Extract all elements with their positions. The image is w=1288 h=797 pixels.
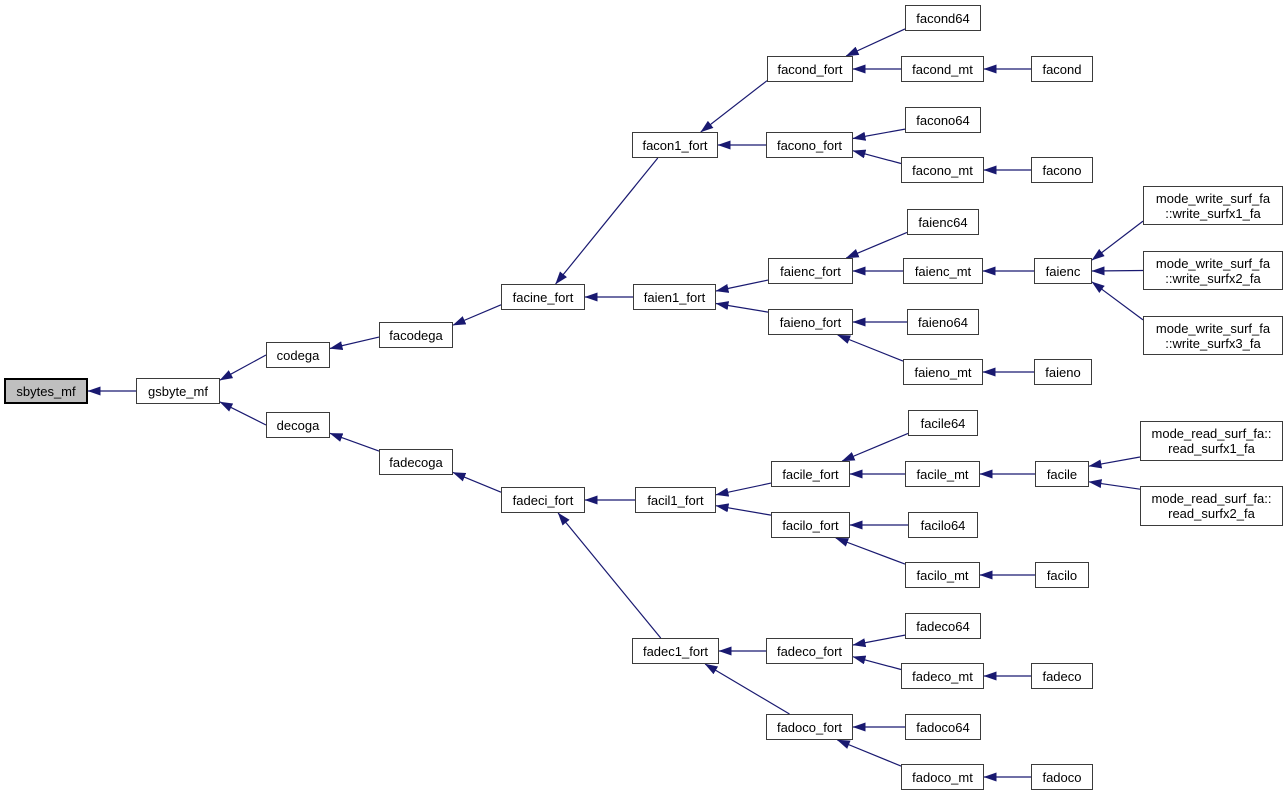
edge-facodega-to-codega (329, 336, 380, 351)
graph-node-gsbyte_mf[interactable]: gsbyte_mf (136, 378, 220, 404)
graph-node-decoga[interactable]: decoga (266, 412, 330, 438)
graph-node-faienc_fort[interactable]: faienc_fort (768, 258, 853, 284)
graph-node-read_surfx2_fa[interactable]: mode_read_surf_fa:: read_surfx2_fa (1140, 486, 1283, 526)
graph-node-faien1_fort[interactable]: faien1_fort (633, 284, 716, 310)
graph-node-facond_fort[interactable]: facond_fort (767, 56, 853, 82)
edge-read_surfx1_fa-to-facile (1088, 456, 1141, 469)
graph-node-fadeco_mt[interactable]: fadeco_mt (901, 663, 984, 689)
graph-node-fadeco64[interactable]: fadeco64 (905, 613, 981, 639)
graph-node-facilo[interactable]: facilo (1035, 562, 1089, 588)
graph-node-fadec1_fort[interactable]: fadec1_fort (632, 638, 719, 664)
graph-node-faieno_mt[interactable]: faieno_mt (903, 359, 983, 385)
edge-faieno_fort-to-faien1_fort (715, 301, 769, 313)
edge-faienc_fort-to-faien1_fort (715, 279, 769, 293)
edge-facilo_fort-to-facil1_fort (715, 503, 772, 516)
graph-node-facond[interactable]: facond (1031, 56, 1093, 82)
graph-node-fadecoga[interactable]: fadecoga (379, 449, 453, 475)
edge-facon1_fort-to-facine_fort (555, 157, 659, 285)
edge-facile_fort-to-facil1_fort (715, 482, 772, 497)
graph-node-facond_mt[interactable]: facond_mt (901, 56, 984, 82)
edge-fadeco_mt-to-fadeco_fort (852, 655, 902, 671)
graph-node-faienc64[interactable]: faienc64 (907, 209, 979, 235)
graph-node-facilo64[interactable]: facilo64 (908, 512, 978, 538)
graph-node-facile64[interactable]: facile64 (908, 410, 978, 436)
edge-write_surfx3_fa-to-faienc (1091, 281, 1144, 321)
edge-fadeco64-to-fadeco_fort (852, 634, 906, 648)
edge-faienc64-to-faienc_fort (845, 231, 908, 259)
edge-facilo_mt-to-facilo_fort (835, 537, 906, 565)
edge-facono_mt-to-facono_fort (852, 149, 902, 165)
edge-facine_fort-to-facodega (452, 304, 502, 326)
graph-node-fadeco[interactable]: fadeco (1031, 663, 1093, 689)
graph-node-fadoco_fort[interactable]: fadoco_fort (766, 714, 853, 740)
graph-node-read_surfx1_fa[interactable]: mode_read_surf_fa:: read_surfx1_fa (1140, 421, 1283, 461)
graph-node-write_surfx1_fa[interactable]: mode_write_surf_fa ::write_surfx1_fa (1143, 186, 1283, 225)
edge-fadec1_fort-to-fadeci_fort (557, 512, 662, 639)
edge-fadoco_fort-to-fadec1_fort (704, 663, 790, 715)
graph-node-codega[interactable]: codega (266, 342, 330, 368)
graph-node-fadoco64[interactable]: fadoco64 (905, 714, 981, 740)
graph-node-facile[interactable]: facile (1035, 461, 1089, 487)
edge-fadeci_fort-to-fadecoga (452, 471, 502, 493)
graph-node-write_surfx2_fa[interactable]: mode_write_surf_fa ::write_surfx2_fa (1143, 251, 1283, 290)
graph-node-facon1_fort[interactable]: facon1_fort (632, 132, 718, 158)
graph-node-faienc[interactable]: faienc (1034, 258, 1092, 284)
edge-read_surfx2_fa-to-facile (1088, 479, 1141, 490)
edge-fadecoga-to-decoga (329, 432, 380, 452)
graph-node-facile_fort[interactable]: facile_fort (771, 461, 850, 487)
edge-codega-to-gsbyte_mf (219, 354, 267, 381)
graph-node-facono_fort[interactable]: facono_fort (766, 132, 853, 158)
graph-node-fadoco[interactable]: fadoco (1031, 764, 1093, 790)
graph-node-facil1_fort[interactable]: facil1_fort (635, 487, 716, 513)
graph-node-facodega[interactable]: facodega (379, 322, 453, 348)
graph-node-facono_mt[interactable]: facono_mt (901, 157, 984, 183)
edge-fadoco_mt-to-fadoco_fort (836, 739, 902, 767)
edge-facond_fort-to-facon1_fort (700, 80, 768, 133)
edge-facono64-to-facono_fort (852, 128, 906, 141)
graph-node-facile_mt[interactable]: facile_mt (905, 461, 980, 487)
edge-facond64-to-facond_fort (845, 28, 906, 57)
graph-node-facono64[interactable]: facono64 (905, 107, 981, 133)
graph-node-facono[interactable]: facono (1031, 157, 1093, 183)
graph-node-fadoco_mt[interactable]: fadoco_mt (901, 764, 984, 790)
graph-node-fadeci_fort[interactable]: fadeci_fort (501, 487, 585, 513)
graph-node-facine_fort[interactable]: facine_fort (501, 284, 585, 310)
edge-facile64-to-facile_fort (841, 432, 909, 462)
graph-node-faienc_mt[interactable]: faienc_mt (903, 258, 983, 284)
graph-node-facond64[interactable]: facond64 (905, 5, 981, 31)
edge-write_surfx1_fa-to-faienc (1091, 220, 1144, 261)
graph-node-sbytes_mf[interactable]: sbytes_mf (4, 378, 88, 404)
graph-node-faieno[interactable]: faieno (1034, 359, 1092, 385)
graph-node-faieno_fort[interactable]: faieno_fort (768, 309, 853, 335)
edge-decoga-to-gsbyte_mf (219, 401, 267, 426)
graph-node-facilo_fort[interactable]: facilo_fort (771, 512, 850, 538)
edge-faieno_mt-to-faieno_fort (837, 334, 904, 362)
graph-node-fadeco_fort[interactable]: fadeco_fort (766, 638, 853, 664)
edge-write_surfx2_fa-to-faienc (1091, 266, 1144, 276)
graph-node-faieno64[interactable]: faieno64 (907, 309, 979, 335)
graph-node-write_surfx3_fa[interactable]: mode_write_surf_fa ::write_surfx3_fa (1143, 316, 1283, 355)
graph-node-facilo_mt[interactable]: facilo_mt (905, 562, 980, 588)
